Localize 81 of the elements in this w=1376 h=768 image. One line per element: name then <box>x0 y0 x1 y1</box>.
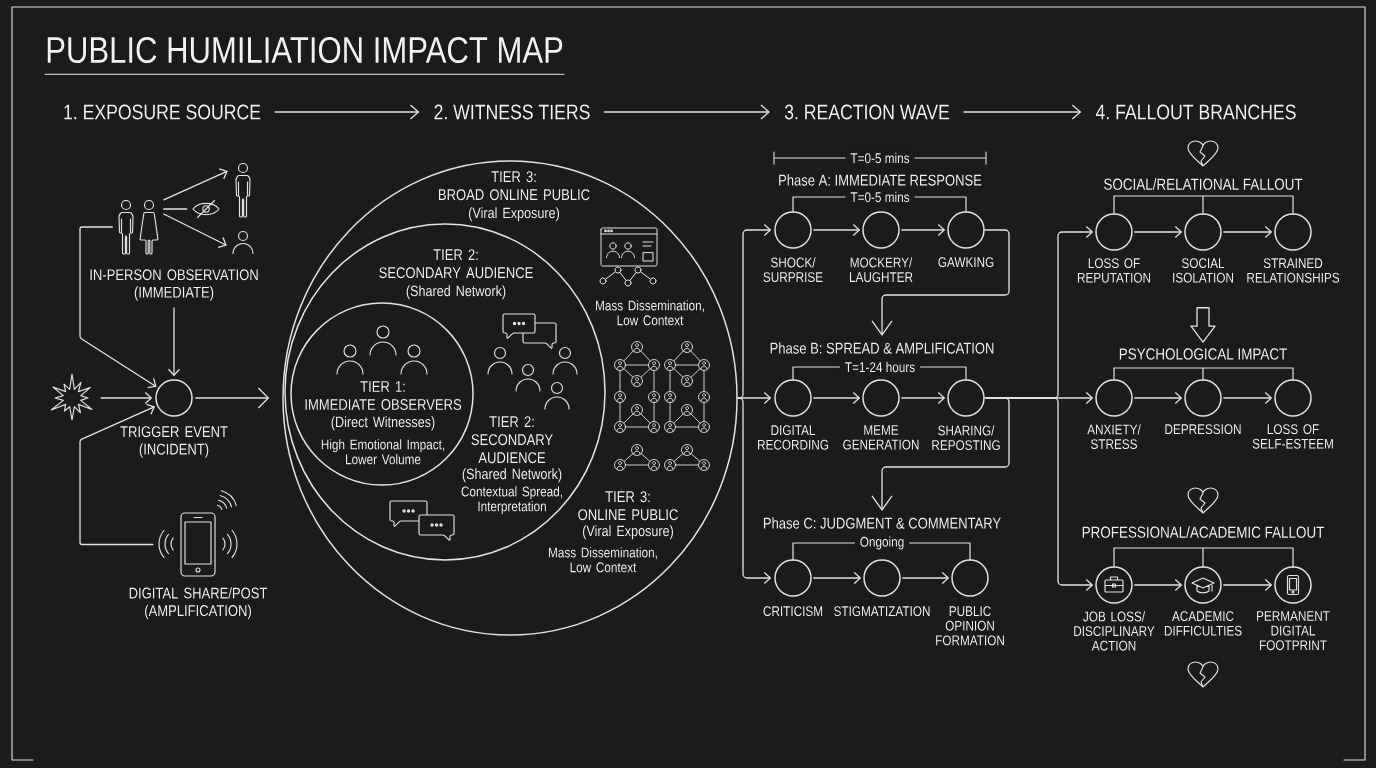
person-icon <box>235 162 251 218</box>
node-label: IN-PERSON OBSERVATION (IMMEDIATE) <box>90 269 258 301</box>
tier-subtitle: (Shared Network) <box>462 468 562 483</box>
arrow <box>902 571 950 585</box>
starburst-icon <box>50 373 93 421</box>
arrow <box>986 397 1094 592</box>
tier-heading: TIER 2: SECONDARY AUDIENCE <box>471 416 553 464</box>
tier-subtitle: (Viral Exposure) <box>583 525 673 540</box>
tier-subtitle: (Direct Witnesses) <box>331 416 435 431</box>
arrow <box>79 226 157 389</box>
connector-line <box>163 208 188 210</box>
arrow <box>163 168 228 201</box>
arrow <box>813 223 861 237</box>
title: PUBLIC HUMILIATION IMPACT MAP <box>47 36 563 64</box>
node-label: CRITICISM <box>763 606 823 617</box>
node-label: ACADEMIC DIFFICULTIES <box>1164 611 1242 636</box>
arrow <box>1223 578 1273 592</box>
node-label: DEPRESSION <box>1165 424 1241 435</box>
arrow <box>195 387 270 409</box>
tier-subtitle: (Shared Network) <box>406 285 506 300</box>
arrow <box>737 397 772 585</box>
node-label: STIGMATIZATION <box>834 606 930 617</box>
arrow <box>1223 225 1273 239</box>
section-heading: 4. FALLOUT BRANCHES <box>1095 104 1296 120</box>
node-label: LOSS OF REPUTATION <box>1077 258 1151 283</box>
group-heading: PSYCHOLOGICAL IMPACT <box>1119 348 1287 360</box>
bracket-label: Ongoing <box>854 535 910 551</box>
node-label: PERMANENT DIGITAL FOOTPRINT <box>1257 611 1330 651</box>
arrow <box>871 229 1010 337</box>
tier-subtitle: (Viral Exposure) <box>469 207 559 222</box>
arrow <box>737 391 772 405</box>
node-label: TRIGGER EVENT (INCIDENT) <box>120 426 228 458</box>
node-label: MEME GENERATION <box>843 425 919 450</box>
node-label: SHOCK/ SURPRISE <box>763 257 823 283</box>
node-label: PUBLIC OPINION FORMATION <box>936 606 1004 646</box>
tier-description: Contextual Spread, Interpretation <box>461 486 562 515</box>
tier-heading: TIER 1: IMMEDIATE OBSERVERS <box>305 381 462 410</box>
group-heading: SOCIAL/RELATIONAL FALLOUT <box>1104 178 1303 190</box>
section-heading: 2. WITNESS TIERS <box>434 104 590 120</box>
section-heading: 3. REACTION WAVE <box>784 104 950 120</box>
arrow <box>901 223 946 237</box>
tier-heading: TIER 3: ONLINE PUBLIC <box>578 491 678 521</box>
arrow <box>274 104 420 120</box>
node-label: DIGITAL RECORDING <box>758 425 829 450</box>
arrow <box>79 403 156 546</box>
tier-description: High Emotional Impact, Lower Volume <box>321 439 445 465</box>
block-arrow <box>1190 307 1216 343</box>
phase-heading: Phase B: SPREAD & AMPLIFICATION <box>770 342 994 354</box>
arrow <box>1134 391 1183 405</box>
group-heading: PROFESSIONAL/ACADEMIC FALLOUT <box>1082 526 1325 538</box>
node-label: ANXIETY/ STRESS <box>1087 424 1141 450</box>
node-label: SOCIAL ISOLATION <box>1173 258 1233 283</box>
arrow <box>813 391 861 405</box>
node-label: STRAINED RELATIONSHIPS <box>1247 258 1340 283</box>
group-heading: Phase A: IMMEDIATE RESPONSE <box>779 174 982 186</box>
tier-heading: TIER 3: BROAD ONLINE PUBLIC <box>439 171 590 201</box>
tier-description: Mass Dissemination, Low Context <box>549 547 657 573</box>
arrow <box>963 104 1082 120</box>
people-icon <box>118 199 159 255</box>
eye-slash-icon <box>192 199 220 219</box>
arrow <box>100 391 153 405</box>
phase-heading: Phase C: JUDGMENT & COMMENTARY <box>763 517 1001 529</box>
node-label: MOCKERY/ LAUGHTER <box>849 257 913 283</box>
node-label: LOSS OF SELF-ESTEEM <box>1252 424 1333 449</box>
person-icon <box>232 230 254 255</box>
arrow <box>813 571 862 585</box>
arrow <box>163 213 227 248</box>
node-label: DIGITAL SHARE/POST (AMPLIFICATION) <box>129 587 268 620</box>
section-heading: 1. EXPOSURE SOURCE <box>64 104 261 120</box>
arrow <box>603 104 770 120</box>
arrow <box>901 391 946 405</box>
node-label: JOB LOSS/ DISCIPLINARY ACTION <box>1074 611 1155 651</box>
node-label: GAWKING <box>938 257 994 268</box>
arrow <box>167 307 181 377</box>
arrow <box>1134 578 1183 592</box>
arrow <box>871 397 1010 512</box>
tier-heading: TIER 2: SECONDARY AUDIENCE <box>379 249 533 279</box>
arrow <box>1223 391 1273 405</box>
node-label: SHARING/ REPOSTING <box>932 425 1000 451</box>
arrow <box>1134 225 1183 239</box>
tier-description: Mass Dissemination, Low Context <box>596 300 704 326</box>
